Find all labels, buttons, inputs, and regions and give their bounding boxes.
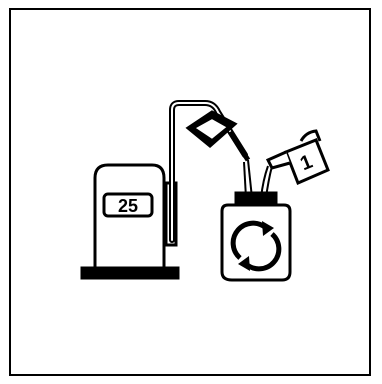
fuel-pump-icon <box>80 163 180 280</box>
pump-display: 25 <box>102 192 154 218</box>
pump-display-value: 25 <box>118 196 138 216</box>
cycle-arrowheads <box>238 221 274 271</box>
fuel-nozzle-icon <box>185 110 251 162</box>
oil-can-icon <box>265 129 330 185</box>
circular-arrows-icon <box>230 220 282 272</box>
illustration-frame <box>9 8 371 376</box>
